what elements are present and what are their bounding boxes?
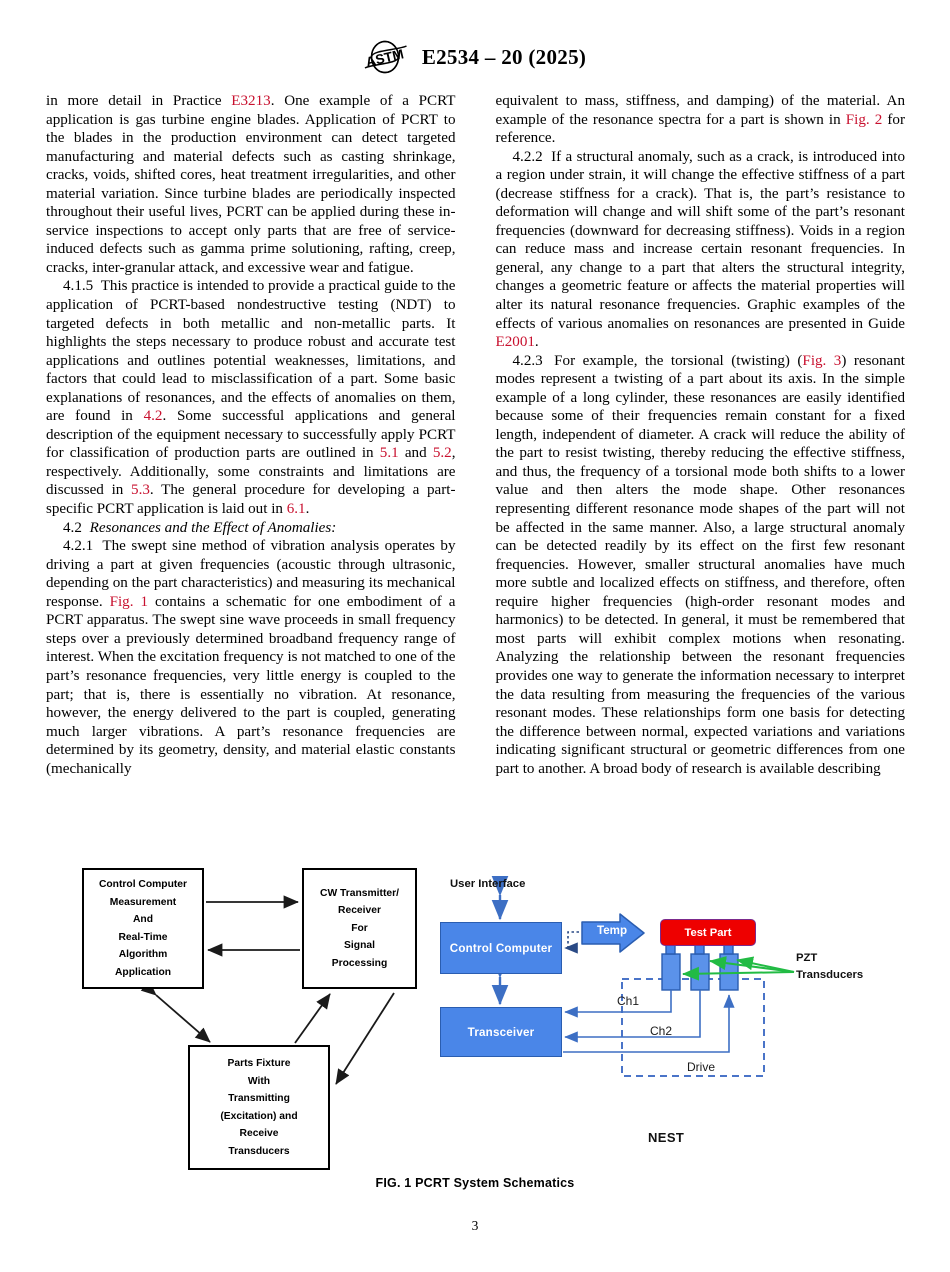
left-column: in more detail in Practice E3213. One ex… bbox=[46, 92, 456, 778]
pzt-label-line2: Transducers bbox=[796, 969, 864, 981]
paragraph-p-4-2-3: 4.2.3 For example, the torsional (twisti… bbox=[495, 352, 906, 777]
block-label-line: Application bbox=[114, 966, 172, 978]
paragraph-p-4-2: 4.2 Resonances and the Effect of Anomali… bbox=[46, 519, 456, 538]
nest-system-diagram: Control Computer Transceiver Test Part T… bbox=[432, 862, 932, 1177]
section-number: 4.2.3 bbox=[512, 352, 543, 369]
block-label-line: Processing bbox=[331, 957, 388, 969]
section-number: 4.2.2 bbox=[512, 148, 543, 165]
block-label-line: For bbox=[351, 922, 368, 934]
block-label-line: Receive bbox=[239, 1128, 279, 1139]
drive-label: Drive bbox=[687, 1060, 716, 1074]
right-column: equivalent to mass, stiffness, and dampi… bbox=[496, 92, 906, 778]
paragraph-p-4-2-2: 4.2.2 If a structural anomaly, such as a… bbox=[495, 148, 906, 351]
block-label-line: And bbox=[132, 914, 153, 925]
cross-reference-link[interactable]: Fig. 2 bbox=[845, 111, 883, 128]
system-transceiver-label: Transceiver bbox=[467, 1025, 535, 1039]
system-diagram-graphics bbox=[491, 875, 795, 1077]
system-control-computer-label: Control Computer bbox=[449, 941, 553, 955]
block-label-line: Transducers bbox=[228, 1145, 290, 1157]
system-test-part-label: Test Part bbox=[684, 926, 732, 939]
page-header: ASTM E2534 – 20 (2025) bbox=[0, 40, 950, 74]
user-interface-label: User Interface bbox=[450, 878, 526, 890]
block-label-line: Measurement bbox=[109, 896, 177, 908]
cross-reference-link[interactable]: 6.1 bbox=[286, 501, 306, 518]
block-label-line: Algorithm bbox=[118, 949, 168, 960]
block-label-line: Receiver bbox=[338, 905, 381, 917]
cross-reference-link[interactable]: 5.2 bbox=[432, 445, 452, 462]
paragraph-p-4-1-4-cont: in more detail in Practice E3213. One ex… bbox=[46, 93, 456, 276]
block-label-line: Signal bbox=[344, 940, 375, 952]
paragraph-p-4-2-1: 4.2.1 The swept sine method of vibration… bbox=[46, 538, 456, 777]
section-number: 4.2 bbox=[63, 519, 82, 536]
figure-caption: FIG. 1 PCRT System Schematics bbox=[375, 1176, 575, 1190]
block-label-line: Parts Fixture bbox=[227, 1058, 291, 1069]
cross-reference-link[interactable]: 5.1 bbox=[379, 445, 399, 462]
section-number: 4.1.5 bbox=[63, 278, 94, 295]
cross-reference-link[interactable]: 4.2 bbox=[143, 408, 163, 425]
block-label-line: Transmitting bbox=[228, 1093, 290, 1104]
astm-logo-icon: ASTM bbox=[364, 40, 410, 74]
nest-label: NEST bbox=[648, 1130, 685, 1145]
pzt-transducers-label: PZT Transducers bbox=[796, 950, 863, 984]
system-transceiver-box: Transceiver bbox=[440, 1007, 562, 1057]
ch1-label: Ch1 bbox=[617, 994, 640, 1008]
section-number: 4.2.1 bbox=[63, 538, 94, 555]
paragraph-p-4-1-5: 4.1.5 This practice is intended to provi… bbox=[46, 278, 456, 518]
block-label-line: Control Computer bbox=[98, 879, 188, 890]
cross-reference-link[interactable]: E2001 bbox=[495, 334, 535, 351]
ch2-label: Ch2 bbox=[650, 1024, 673, 1038]
block-label-line: Real-Time bbox=[118, 931, 168, 943]
block-label-line: With bbox=[247, 1075, 271, 1087]
cross-reference-link[interactable]: Fig. 3 bbox=[802, 352, 842, 369]
block-label-line: CW Transmitter/ bbox=[320, 887, 399, 899]
block-diagram-arrows bbox=[140, 895, 395, 1085]
cross-reference-link[interactable]: Fig. 1 bbox=[109, 593, 149, 610]
system-test-part-box: Test Part bbox=[660, 919, 756, 946]
article-body: in more detail in Practice E3213. One ex… bbox=[46, 92, 905, 778]
cross-reference-link[interactable]: 5.3 bbox=[131, 482, 150, 499]
system-control-computer-box: Control Computer bbox=[440, 922, 562, 974]
page-number: 3 bbox=[471, 1218, 479, 1233]
document-designation: E2534 – 20 (2025) bbox=[421, 44, 587, 69]
pzt-label-line1: PZT bbox=[796, 952, 818, 964]
block-label-line: (Excitation) and bbox=[220, 1110, 298, 1122]
section-title: Resonances and the Effect of Anomalies: bbox=[89, 519, 337, 536]
paragraph-p-4-2-1-cont: equivalent to mass, stiffness, and dampi… bbox=[495, 93, 906, 147]
cross-reference-link[interactable]: E3213 bbox=[231, 93, 271, 109]
